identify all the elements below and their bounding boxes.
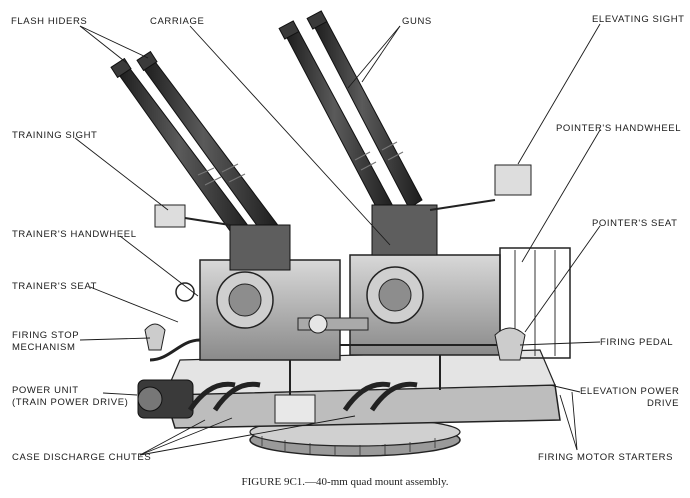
training-sight-drawing: [154, 204, 231, 228]
leader-lines: [74, 23, 601, 456]
pointers-seat-drawing: [494, 327, 526, 361]
trainers-seat-drawing: [144, 282, 195, 351]
case-discharge-chutes-drawing: [187, 381, 418, 424]
label-elevation-power-line1: ELEVATION POWER: [580, 386, 680, 397]
power-unit-drawing: [137, 379, 194, 419]
label-firing-motor-starters: FIRING MOTOR STARTERS: [538, 452, 674, 463]
label-power-unit-line2: (TRAIN POWER DRIVE): [12, 397, 129, 408]
label-training-sight: TRAINING SIGHT: [12, 130, 98, 141]
label-trainers-seat: TRAINER'S SEAT: [12, 281, 97, 292]
carriage-platform: [163, 349, 561, 429]
label-carriage: CARRIAGE: [150, 16, 205, 27]
label-firing-pedal: FIRING PEDAL: [600, 337, 674, 348]
label-power-unit-line1: POWER UNIT: [12, 385, 79, 396]
label-trainers-handwheel: TRAINER'S HANDWHEEL: [12, 229, 137, 240]
label-case-discharge-chutes: CASE DISCHARGE CHUTES: [12, 452, 152, 463]
left-gun-pair: [110, 50, 291, 271]
label-pointers-seat: POINTER'S SEAT: [592, 218, 678, 229]
label-flash-hiders: FLASH HIDERS: [11, 16, 88, 27]
label-firing-stop-line1: FIRING STOP: [12, 330, 80, 341]
carriage-body: [149, 247, 571, 395]
figure-caption: FIGURE 9C1.—40-mm quad mount assembly.: [241, 476, 449, 488]
base-ring: [249, 417, 461, 457]
elevating-sight-drawing: [429, 164, 532, 211]
label-guns: GUNS: [402, 16, 432, 27]
label-firing-stop-line2: MECHANISM: [12, 342, 76, 353]
label-pointers-handwheel: POINTER'S HANDWHEEL: [556, 123, 682, 134]
right-gun-pair: [278, 10, 438, 256]
label-elevation-power-line2: DRIVE: [647, 398, 680, 409]
label-elevating-sight: ELEVATING SIGHT: [592, 14, 685, 25]
